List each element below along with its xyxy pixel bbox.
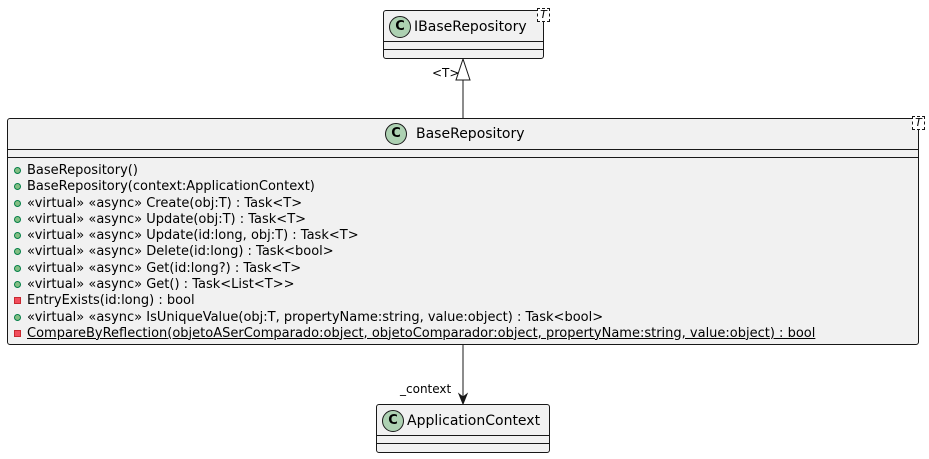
public-visibility-icon bbox=[14, 313, 21, 321]
member-row: «virtual» «async» Update(obj:T) : Task<T… bbox=[14, 211, 306, 227]
member-text: «virtual» «async» Delete(id:long) : Task… bbox=[27, 243, 334, 259]
class-divider bbox=[377, 443, 549, 444]
member-row: «virtual» «async» Update(id:long, obj:T)… bbox=[14, 227, 359, 243]
public-visibility-icon bbox=[14, 280, 21, 288]
member-row: «virtual» «async» Delete(id:long) : Task… bbox=[14, 243, 334, 259]
member-text: «virtual» «async» Update(id:long, obj:T)… bbox=[27, 227, 359, 243]
public-visibility-icon bbox=[14, 199, 21, 207]
public-visibility-icon bbox=[14, 166, 21, 174]
member-text: BaseRepository(context:ApplicationContex… bbox=[27, 178, 315, 194]
public-visibility-icon bbox=[14, 247, 21, 255]
class-divider bbox=[8, 149, 918, 150]
class-baserepository[interactable]: C BaseRepository BaseRepository() BaseRe… bbox=[7, 118, 919, 345]
member-row: «virtual» «async» Get() : Task<List<T>> bbox=[14, 276, 294, 292]
inheritance-arrowhead bbox=[455, 57, 471, 81]
member-row: EntryExists(id:long) : bool bbox=[14, 292, 195, 308]
class-circle-icon: C bbox=[382, 410, 404, 432]
class-name: IBaseRepository bbox=[414, 19, 527, 35]
inheritance-label: <T> bbox=[432, 66, 460, 80]
member-text: «virtual» «async» Create(obj:T) : Task<T… bbox=[27, 195, 303, 211]
class-name: ApplicationContext bbox=[407, 413, 541, 429]
association-label: _context bbox=[400, 382, 452, 396]
member-row: «virtual» «async» IsUniqueValue(obj:T, p… bbox=[14, 309, 603, 325]
association-arrowhead bbox=[457, 392, 469, 406]
public-visibility-icon bbox=[14, 231, 21, 239]
member-text: «virtual» «async» Get(id:long?) : Task<T… bbox=[27, 260, 302, 276]
class-divider bbox=[377, 435, 549, 436]
member-row: CompareByReflection(objetoASerComparado:… bbox=[14, 325, 815, 341]
class-divider bbox=[384, 41, 543, 42]
public-visibility-icon bbox=[14, 264, 21, 272]
member-text: CompareByReflection(objetoASerComparado:… bbox=[27, 325, 816, 341]
public-visibility-icon bbox=[14, 182, 21, 190]
private-visibility-icon bbox=[14, 296, 21, 304]
member-row: BaseRepository() bbox=[14, 162, 138, 178]
class-name: BaseRepository bbox=[416, 126, 525, 142]
class-circle-icon: C bbox=[385, 123, 407, 145]
type-parameter-box: T bbox=[912, 116, 925, 130]
type-parameter-box: T bbox=[537, 8, 550, 22]
class-divider bbox=[8, 157, 918, 158]
private-visibility-icon bbox=[14, 329, 21, 337]
member-row: «virtual» «async» Create(obj:T) : Task<T… bbox=[14, 195, 302, 211]
class-ibaserepository[interactable]: C IBaseRepository bbox=[383, 10, 544, 59]
class-divider bbox=[384, 49, 543, 50]
class-applicationcontext[interactable]: C ApplicationContext bbox=[376, 404, 550, 453]
member-text: EntryExists(id:long) : bool bbox=[27, 292, 195, 308]
member-text: «virtual» «async» IsUniqueValue(obj:T, p… bbox=[27, 309, 604, 325]
public-visibility-icon bbox=[14, 215, 21, 223]
member-row: «virtual» «async» Get(id:long?) : Task<T… bbox=[14, 260, 301, 276]
member-row: BaseRepository(context:ApplicationContex… bbox=[14, 178, 315, 194]
member-text: «virtual» «async» Update(obj:T) : Task<T… bbox=[27, 211, 307, 227]
member-text: BaseRepository() bbox=[27, 162, 138, 178]
member-text: «virtual» «async» Get() : Task<List<T>> bbox=[27, 276, 295, 292]
class-circle-icon: C bbox=[389, 16, 411, 38]
